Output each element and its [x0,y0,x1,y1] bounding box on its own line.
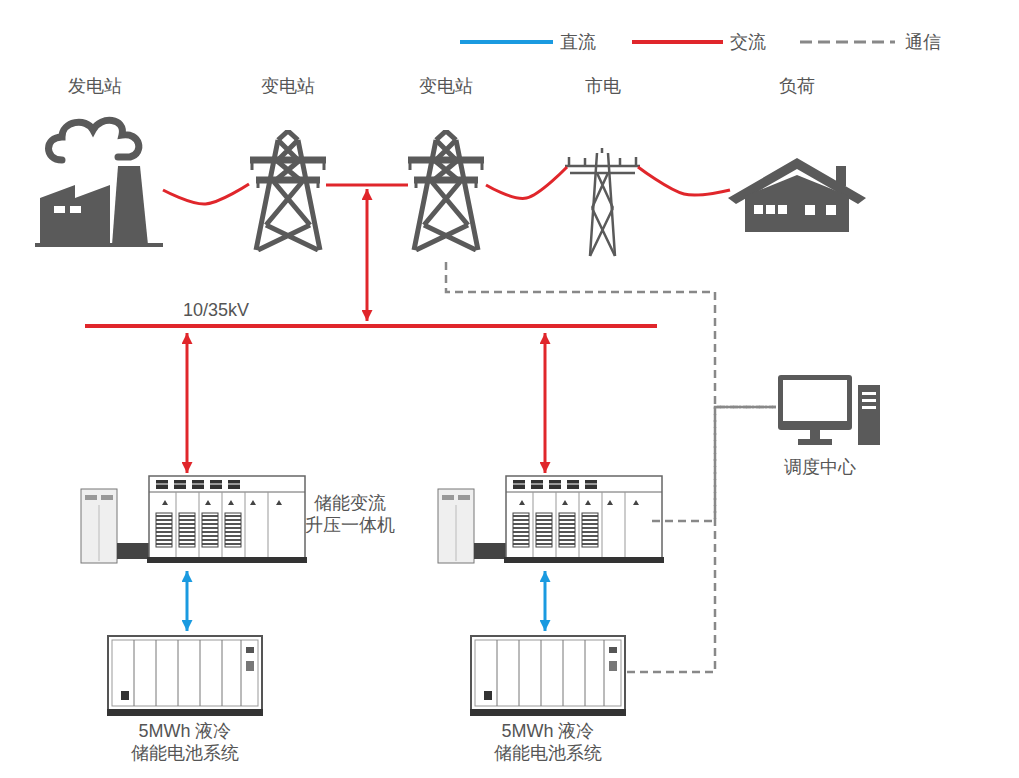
dispatch-center: 调度中心 [770,370,885,480]
legend-samples [460,42,895,43]
dc-link [544,571,547,631]
ac-sample [632,40,723,44]
node-label: 调度中心 [784,456,856,478]
pcs-unit: 储能变流 升压一体机 [80,470,410,565]
utility-grid: 市电 [565,70,640,260]
node-label: 10/35kV [183,299,249,321]
computer-icon [778,375,880,445]
comm-link [446,262,776,407]
ac-link [638,167,730,195]
power-plant-icon [35,120,163,247]
grid-tie-arrow [366,189,369,321]
dc-sample [460,40,553,44]
power-plant: 发电站 [30,70,165,250]
utility-pole-icon [565,148,640,256]
node-label: 发电站 [68,75,122,97]
pcs-unit [437,470,662,565]
substation: 变电站 [406,70,488,260]
substation: 变电站 [246,70,328,255]
node-label: 5MWh 液冷 储能电池系统 [123,720,248,764]
node-label: 负荷 [779,75,815,97]
busbar: 10/35kV [85,298,657,330]
load: 负荷 [728,70,868,235]
battery-cabinet [470,636,626,716]
legend-text: 通信 [905,31,941,53]
ac-link [544,333,547,473]
pcs-cabinet [438,476,664,563]
comm-link [652,407,776,521]
comm-sample [800,41,895,44]
node-label: 变电站 [261,75,315,97]
ac-link [326,184,408,187]
node-label: 市电 [585,75,621,97]
bus-bar [85,324,657,328]
battery-system: 5MWh 液冷 储能电池系统 [463,630,633,770]
substation-tower [408,131,484,250]
legend-text: 直流 [560,31,596,53]
battery-system: 5MWh 液冷 储能电池系统 [100,630,270,770]
battery-cabinet [107,636,263,716]
node-label: 变电站 [419,75,473,97]
ac-link [163,184,249,204]
comm-link [627,407,776,672]
pcs-cabinet [81,476,307,563]
ac-link [486,167,567,198]
substation-tower [250,131,326,250]
node-label: 储能变流 升压一体机 [300,492,400,536]
house-icon [728,158,866,232]
node-label: 5MWh 液冷 储能电池系统 [486,720,611,764]
dc-link [186,571,189,631]
legend-text: 交流 [730,31,766,53]
ac-link [186,333,189,473]
